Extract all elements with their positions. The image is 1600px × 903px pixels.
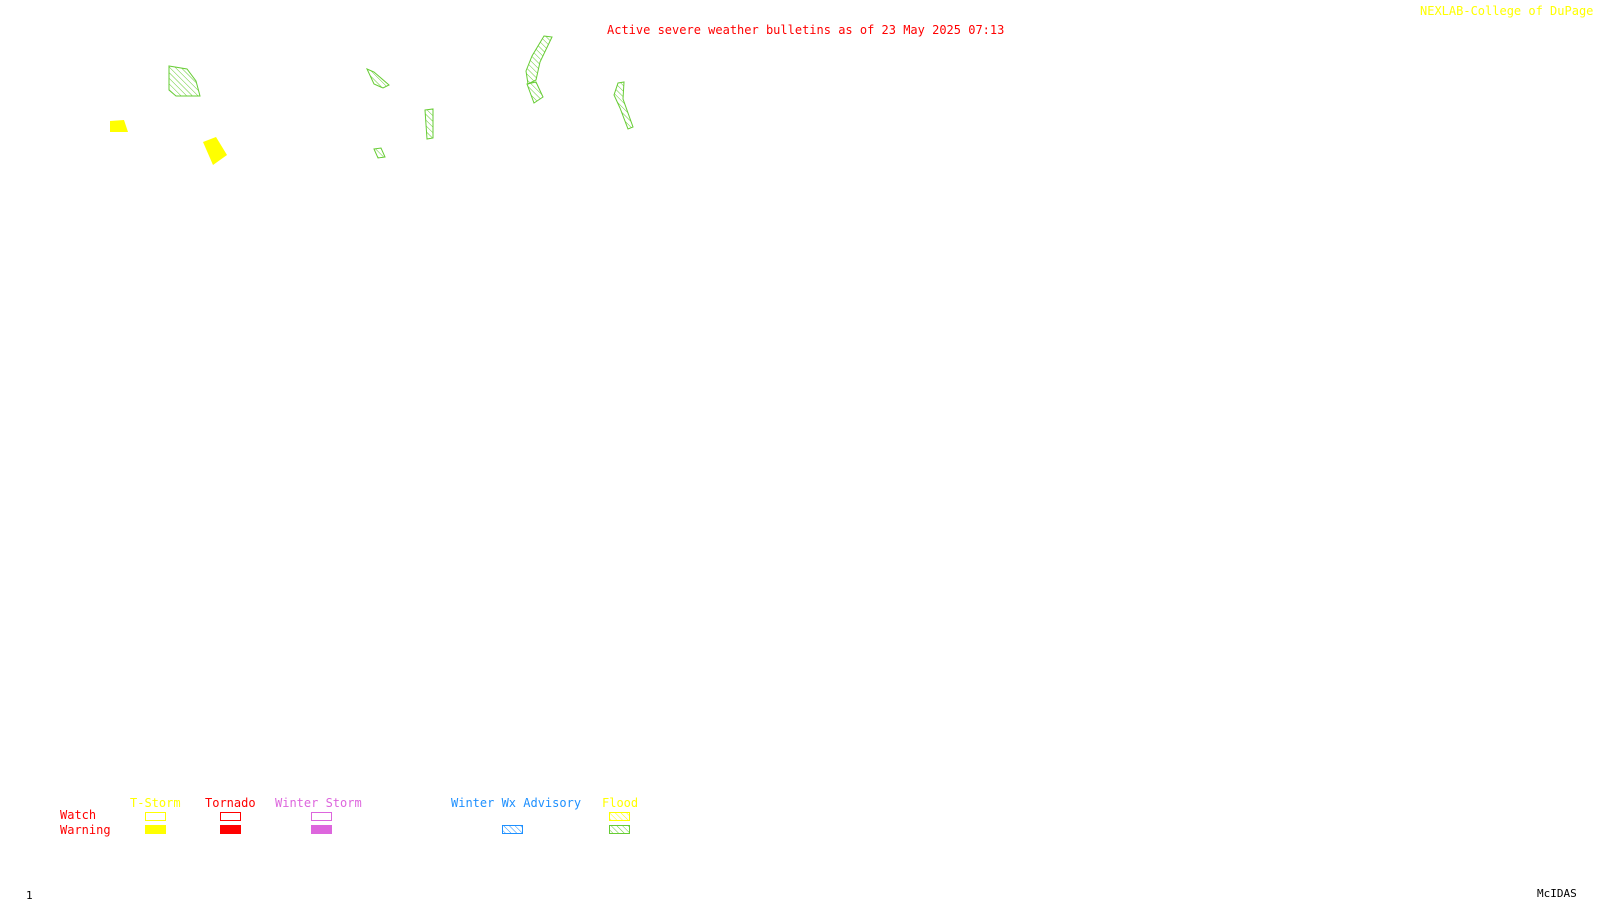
- flood-warning-polygon[interactable]: [613, 81, 634, 130]
- legend-flood-label: Flood: [602, 796, 639, 810]
- legend-tstorm-label: T-Storm: [130, 796, 181, 810]
- map-title: Active severe weather bulletins as of 23…: [607, 23, 1005, 37]
- legend-flood-watch-swatch: [609, 812, 630, 821]
- flood-warning-polygon[interactable]: [526, 81, 544, 104]
- legend-warning-row-label: Warning: [60, 823, 111, 837]
- legend-tornado-warning-swatch: [220, 825, 241, 834]
- legend-watch-row-label: Watch: [60, 808, 97, 822]
- legend-tornado-watch-swatch: [220, 812, 241, 821]
- legend-winter-storm-watch-swatch: [311, 812, 332, 821]
- legend-winter-wx-advisory-label: Winter Wx Advisory: [451, 796, 582, 810]
- flood-warning-polygon[interactable]: [365, 68, 390, 89]
- flood-warning-polygon[interactable]: [373, 147, 386, 159]
- legend-winter-storm-label: Winter Storm: [275, 796, 362, 810]
- tstorm-warning-polygon[interactable]: [110, 120, 128, 132]
- legend-flood-warning-swatch: [609, 825, 630, 834]
- legend-tstorm-warning-swatch: [145, 825, 166, 834]
- legend-tornado-label: Tornado: [205, 796, 256, 810]
- flood-warning-polygon[interactable]: [424, 108, 434, 140]
- software-label: McIDAS: [1537, 887, 1577, 900]
- legend-tstorm-watch-swatch: [145, 812, 166, 821]
- flood-warning-polygon[interactable]: [525, 35, 553, 85]
- tstorm-warning-polygon[interactable]: [203, 137, 227, 165]
- frame-number: 1: [26, 889, 33, 902]
- flood-warning-polygon[interactable]: [168, 65, 201, 97]
- legend-winter-storm-warning-swatch: [311, 825, 332, 834]
- source-credit: NEXLAB-College of DuPage R: [1420, 4, 1600, 18]
- legend-winter-wx-advisory-swatch: [502, 825, 523, 834]
